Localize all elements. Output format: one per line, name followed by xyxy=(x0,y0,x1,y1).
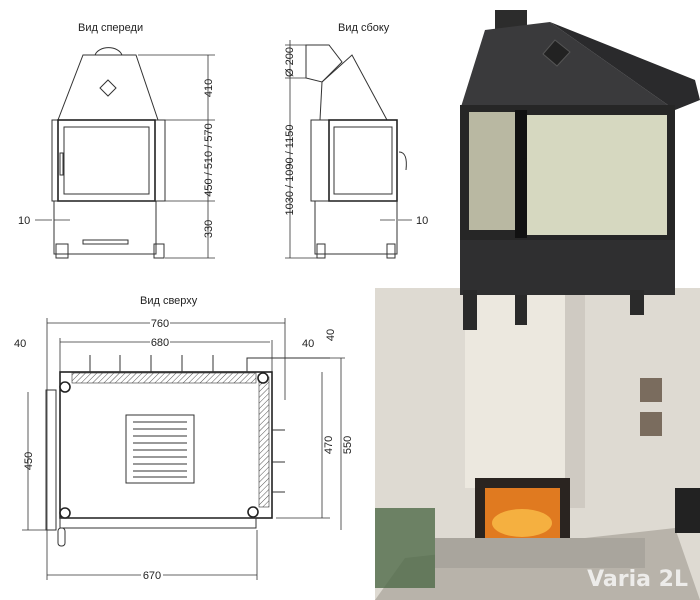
side-handle xyxy=(398,151,407,171)
ash-drawer xyxy=(82,239,129,245)
flue-outline xyxy=(94,47,123,56)
hatched-wall-back xyxy=(71,372,257,384)
room-photo: Varia 2L xyxy=(375,288,700,600)
side-view: Вид сбоку Ø 200 1030 / 1090 / 1150 10 xyxy=(284,22,428,259)
dim-width-inner-label: 680 xyxy=(151,337,169,349)
side-view-title: Вид сбоку xyxy=(338,22,390,34)
base-outline xyxy=(53,200,157,255)
flue-pipe xyxy=(305,44,343,83)
ribs xyxy=(89,355,330,493)
top-body xyxy=(59,371,273,519)
top-view: Вид сверху 760 680 40 40 40 450 470 550 … xyxy=(14,295,354,582)
dim-flue-label: Ø 200 xyxy=(284,47,296,77)
front-dimension-lines xyxy=(138,54,215,259)
hood-diamond xyxy=(99,79,117,97)
front-door-frame xyxy=(59,517,257,529)
dim-left-offset-label: 40 xyxy=(14,338,26,350)
dim-body-label: 450 / 510 / 570 xyxy=(203,123,215,196)
side-base xyxy=(314,200,398,255)
leg-right xyxy=(153,243,165,259)
room-illustration xyxy=(375,288,700,600)
side-glass xyxy=(333,126,393,195)
fireplace-product-photo xyxy=(460,10,700,330)
dim-depth-inner-label: 470 xyxy=(323,436,335,454)
leg-left xyxy=(55,243,69,259)
side-hood xyxy=(319,54,388,121)
hatched-wall-side xyxy=(258,376,270,508)
door-handle xyxy=(59,152,64,176)
side-dim-offset-label: 10 xyxy=(416,215,428,227)
dim-depth-total-label: 550 xyxy=(342,436,354,454)
front-view: Вид спереди 410 450 / 510 / 570 330 10 xyxy=(18,22,215,259)
left-door-frame xyxy=(45,389,57,531)
grate xyxy=(125,414,195,484)
door-handle-top xyxy=(57,527,66,547)
dim-front-width-label: 670 xyxy=(143,570,161,582)
dim-width-total-label: 760 xyxy=(151,318,169,330)
dim-top-offset-label: 40 xyxy=(325,329,337,341)
door-glass xyxy=(63,126,150,195)
grate-slots xyxy=(133,421,187,478)
dim-depth-left-label: 450 xyxy=(23,452,35,470)
dim-offset-label: 10 xyxy=(18,215,30,227)
front-view-title: Вид спереди xyxy=(78,22,143,34)
top-view-title: Вид сверху xyxy=(140,295,198,307)
dim-base-label: 330 xyxy=(203,220,215,238)
side-door xyxy=(328,119,398,202)
hood-outline xyxy=(57,54,159,121)
dim-total-height-label: 1030 / 1090 / 1150 xyxy=(284,125,296,216)
product-watermark: Varia 2L xyxy=(587,567,688,592)
side-leg-left xyxy=(316,243,326,259)
side-dimension-lines xyxy=(285,40,318,259)
side-leg-right xyxy=(386,243,396,259)
dim-right-offset-label: 40 xyxy=(302,338,314,350)
dim-hood-label: 410 xyxy=(203,79,215,97)
door-frame xyxy=(57,119,156,202)
